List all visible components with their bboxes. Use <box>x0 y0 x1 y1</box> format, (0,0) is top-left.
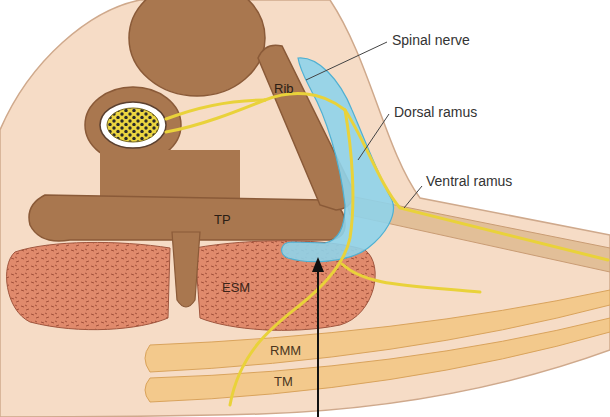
bone-label: Rib <box>274 82 294 96</box>
structure-label: Ventral ramus <box>426 174 512 189</box>
dorsal-ramus <box>230 110 353 405</box>
needle-arrowhead <box>312 257 324 272</box>
dorsal-ramus-lateral-branch <box>342 264 480 292</box>
spinal-cord <box>107 108 159 142</box>
trapezius-band <box>145 318 610 402</box>
structure-label: Dorsal ramus <box>394 105 477 120</box>
leader-line <box>358 114 389 160</box>
rhomboid-major-band <box>145 290 610 372</box>
spinal-canal <box>100 102 166 148</box>
nerve-root <box>166 100 265 132</box>
needle-arrow <box>317 270 319 417</box>
muscle-label: RMM <box>270 344 301 358</box>
structure-label: Spinal nerve <box>392 33 470 48</box>
nerve-root <box>166 100 265 119</box>
nerves <box>166 93 608 405</box>
bone-label: TP <box>214 213 231 227</box>
spinous-process <box>172 232 200 307</box>
leader-line <box>404 186 422 208</box>
vertebral-body <box>129 0 265 96</box>
ventral-ramus <box>345 110 608 260</box>
muscle-label: TM <box>274 375 293 389</box>
erector-spinae-left <box>7 242 170 329</box>
muscle-label: ESM <box>222 281 250 295</box>
injectate-spread <box>282 58 394 262</box>
leader-lines <box>306 42 422 208</box>
leader-line <box>306 42 387 80</box>
